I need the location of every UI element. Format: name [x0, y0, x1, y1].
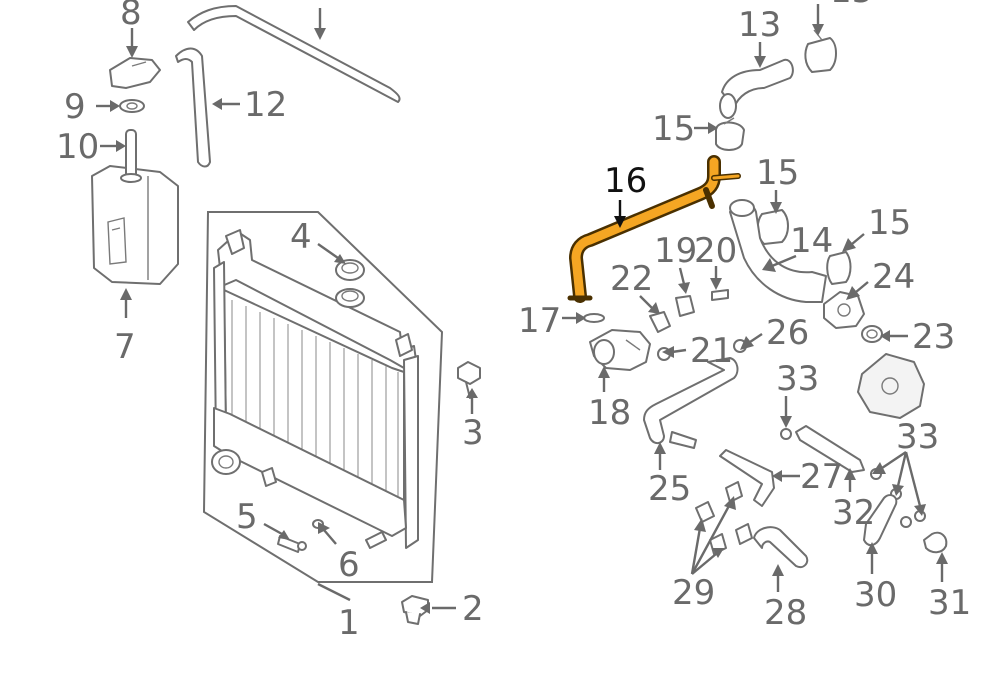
small-hose: [753, 526, 809, 568]
callout-22: 22: [610, 259, 653, 299]
callout-7: 7: [114, 327, 136, 367]
callout-14: 14: [790, 221, 833, 261]
callout-10: 10: [56, 127, 99, 167]
radiator-fins: [231, 300, 399, 516]
callout-2: 2: [462, 589, 484, 629]
thermostat: [861, 325, 883, 343]
callout-15-mid: 15: [756, 153, 799, 193]
callout-21: 21: [690, 331, 733, 371]
callout-17: 17: [518, 301, 561, 341]
highlighted-bypass-pipe: [567, 155, 741, 303]
callout-19: 19: [654, 231, 697, 271]
callout-31: 31: [928, 583, 971, 623]
lower-hose: [729, 199, 827, 303]
bypass-hose: [795, 425, 865, 473]
hose-clamp: [715, 117, 745, 151]
clamp-pair: [695, 481, 753, 555]
callout-29: 29: [672, 573, 715, 613]
callout-33-top: 33: [776, 359, 819, 399]
hose-clamp: [826, 251, 852, 285]
callout-15-top: 15: [830, 0, 873, 11]
short-hose: [923, 531, 948, 554]
callout-9: 9: [64, 87, 86, 127]
temperature-sensor: [649, 289, 729, 333]
coolant-reservoir: [91, 57, 179, 285]
thermostat-housing: [857, 353, 925, 419]
callout-labels: 1 2 3 4 5 6 7 8 9 10 12 13 14 15 15 15 1…: [56, 0, 971, 643]
formed-hose: [863, 494, 898, 546]
callout-8: 8: [120, 0, 142, 33]
callout-32: 32: [832, 493, 875, 533]
callout-6: 6: [338, 545, 360, 585]
callout-4: 4: [290, 217, 312, 257]
bolt: [457, 361, 481, 399]
callout-26: 26: [766, 313, 809, 353]
overflow-hoses: [175, 5, 401, 168]
radiator-cap: [335, 259, 365, 281]
heater-pipe: [719, 449, 775, 507]
callout-12: 12: [244, 85, 287, 125]
hose-clamp: [756, 209, 789, 245]
o-ring: [583, 313, 605, 323]
callout-5: 5: [236, 497, 258, 537]
callout-13: 13: [738, 5, 781, 45]
callout-16: 16: [604, 161, 647, 201]
callout-33-right: 33: [896, 417, 939, 457]
callout-15-left: 15: [652, 109, 695, 149]
callout-30: 30: [854, 575, 897, 615]
callout-28: 28: [764, 593, 807, 633]
callout-18: 18: [588, 393, 631, 433]
callout-20: 20: [694, 231, 737, 271]
water-pipe: [643, 357, 739, 449]
callout-3: 3: [462, 413, 484, 453]
water-outlet: [589, 329, 651, 371]
callout-leaders: [96, 4, 948, 614]
thermostat-cover: [823, 291, 865, 329]
callout-24: 24: [872, 257, 915, 297]
callout-1: 1: [338, 603, 360, 643]
radiator-assembly: [202, 211, 481, 625]
upper-hose: [719, 58, 794, 119]
hose-clamp: [804, 29, 837, 73]
callout-27: 27: [800, 457, 843, 497]
callout-15-right: 15: [868, 203, 911, 243]
callout-25: 25: [648, 469, 691, 509]
callout-23: 23: [912, 317, 955, 357]
